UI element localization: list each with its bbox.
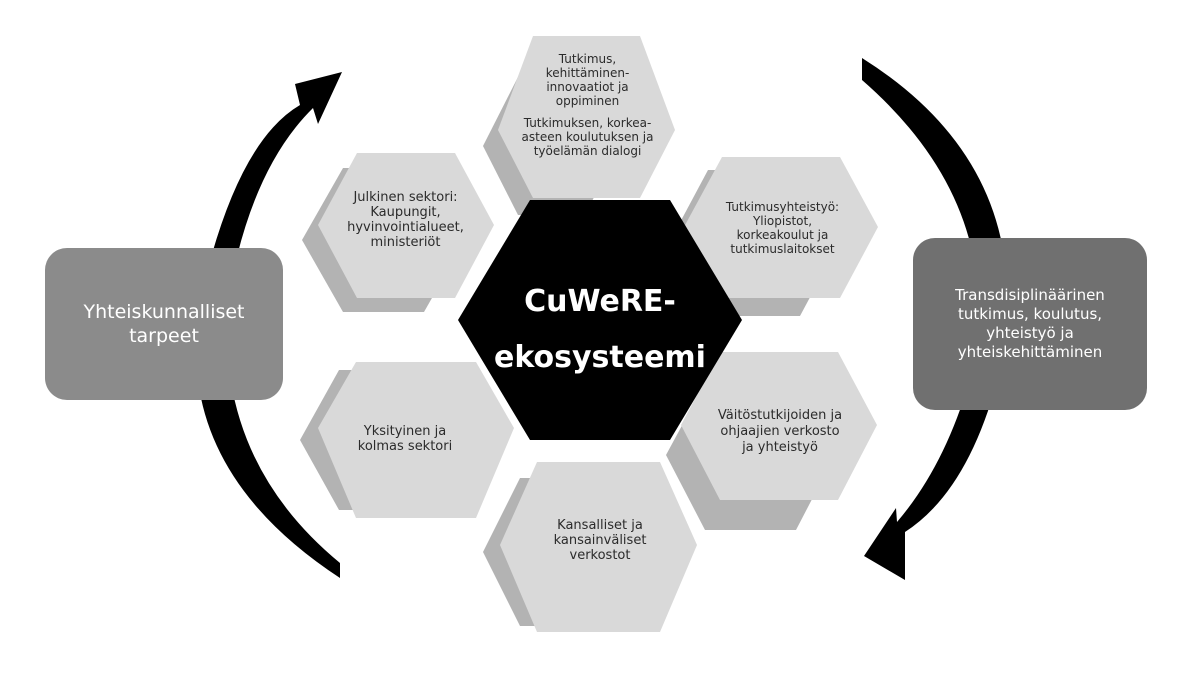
center-title-line2: ekosysteemi: [494, 340, 706, 375]
hex-upper-right-line1: Tutkimusyhteistyö:: [725, 200, 840, 214]
hex-bottom-line2: kansainväliset: [553, 533, 647, 548]
hex-upper-right-line2: Yliopistot,: [752, 214, 813, 228]
hexagon-upper-left: [302, 153, 494, 312]
hex-lower-right-line2: ohjaajien verkosto: [720, 424, 840, 439]
right-cycle-arrow: [862, 58, 1008, 580]
hex-top-line2: kehittäminen-: [545, 66, 630, 80]
hex-lower-right-line3: ja yhteistyö: [742, 440, 818, 455]
hex-top-line1: Tutkimus,: [558, 52, 617, 66]
right-box: Transdisiplinäärinen tutkimus, koulutus,…: [913, 238, 1147, 410]
hex-top-line7: työelämän dialogi: [533, 144, 642, 158]
left-box-label: Yhteiskunnalliset tarpeet: [83, 301, 245, 347]
hex-upper-left-label: Julkinen sektori: Kaupungit, hyvinvointi…: [333, 190, 478, 250]
hex-top-line5: Tutkimuksen, korkea-: [523, 116, 652, 130]
hex-upper-left-line2: Kaupungit,: [370, 205, 441, 220]
hex-lower-left-line2: kolmas sektori: [357, 439, 453, 454]
center-hexagon: [458, 200, 742, 440]
hex-lower-right-label: Väitöstutkijoiden ja ohjaajien verkosto …: [700, 408, 860, 456]
hex-bottom-line1: Kansalliset ja: [557, 518, 643, 533]
left-box: Yhteiskunnalliset tarpeet: [45, 248, 283, 400]
hex-lower-left-line1: Yksityinen ja: [363, 424, 447, 439]
right-box-label: Transdisiplinäärinen tutkimus, koulutus,…: [955, 286, 1105, 361]
hex-top-line3: innovaatiot ja: [546, 80, 629, 94]
hex-upper-left-line1: Julkinen sektori:: [353, 190, 458, 205]
hex-upper-right-line3: korkeakoulut ja: [736, 228, 829, 242]
hexagon-bottom: [483, 462, 697, 632]
hex-bottom-label: Kansalliset ja kansainväliset verkostot: [530, 518, 670, 563]
hex-top-line4: oppiminen: [555, 94, 620, 108]
hex-bottom-line3: verkostot: [569, 548, 631, 563]
hex-lower-left-label: Yksityinen ja kolmas sektori: [335, 424, 475, 454]
hexagon-top: [483, 36, 675, 215]
left-cycle-arrow: [196, 72, 342, 578]
hex-top-label: Tutkimus, kehittäminen- innovaatiot ja o…: [520, 52, 655, 158]
hex-upper-right-line4: tutkimuslaitokset: [730, 242, 835, 256]
hex-top-line6: asteen koulutuksen ja: [521, 130, 654, 144]
hex-lower-right-line1: Väitöstutkijoiden ja: [717, 408, 843, 423]
hexagon-lower-right: [666, 352, 877, 530]
hex-upper-left-line4: ministeriöt: [370, 235, 441, 250]
hex-upper-right-label: Tutkimusyhteistyö: Yliopistot, korkeakou…: [710, 200, 855, 256]
hex-upper-left-line3: hyvinvointialueet,: [347, 220, 464, 235]
hexagon-lower-left: [300, 362, 514, 518]
center-title-line1: CuWeRE-: [524, 284, 676, 319]
